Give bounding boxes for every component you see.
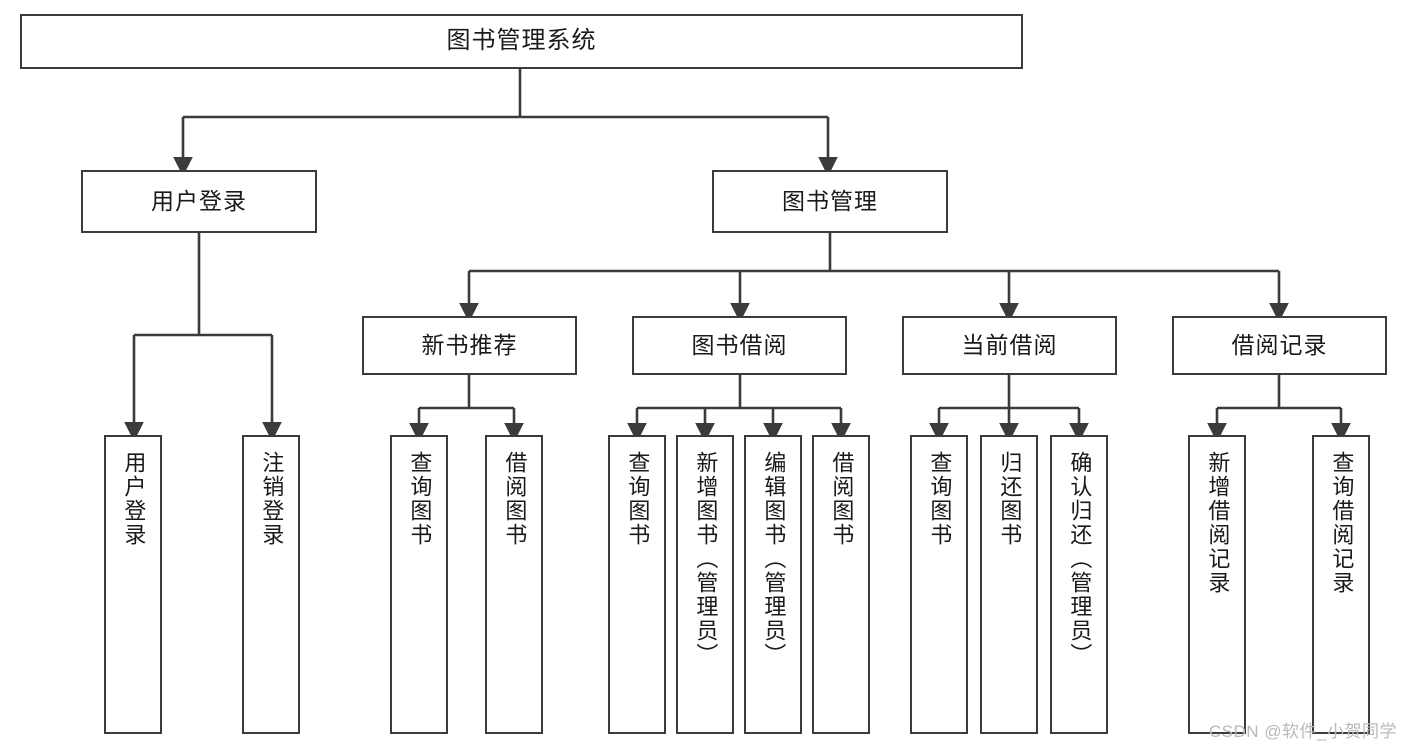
leaf-label: 查询图书 [625, 451, 651, 547]
leaf-return-book[interactable]: 归还图书 [980, 435, 1038, 734]
node-root[interactable]: 图书管理系统 [20, 14, 1023, 69]
leaf-add-borrow-record[interactable]: 新增借阅记录 [1188, 435, 1246, 734]
leaf-logout[interactable]: 注销登录 [242, 435, 300, 734]
leaf-label: 确认归还（管理员） [1067, 451, 1093, 667]
leaf-query-book-recommend[interactable]: 查询图书 [390, 435, 448, 734]
leaf-label: 用户登录 [121, 451, 147, 547]
leaf-borrow-book[interactable]: 借阅图书 [812, 435, 870, 734]
leaf-label: 查询借阅记录 [1329, 451, 1355, 595]
leaf-label: 编辑图书（管理员） [761, 451, 787, 667]
leaf-confirm-return-admin[interactable]: 确认归还（管理员） [1050, 435, 1108, 734]
leaf-query-borrow-record[interactable]: 查询借阅记录 [1312, 435, 1370, 734]
leaf-query-book-current[interactable]: 查询图书 [910, 435, 968, 734]
leaf-label: 借阅图书 [829, 451, 855, 547]
leaf-add-book-admin[interactable]: 新增图书（管理员） [676, 435, 734, 734]
node-book-borrow[interactable]: 图书借阅 [632, 316, 847, 375]
watermark: CSDN @软件_小贺同学 [1208, 722, 1397, 741]
leaf-label: 新增图书（管理员） [693, 451, 719, 667]
leaf-label: 查询图书 [407, 451, 433, 547]
node-new-book-recommend[interactable]: 新书推荐 [362, 316, 577, 375]
leaf-query-book-borrow[interactable]: 查询图书 [608, 435, 666, 734]
leaf-borrow-book-recommend[interactable]: 借阅图书 [485, 435, 543, 734]
node-book-management[interactable]: 图书管理 [712, 170, 948, 233]
node-borrow-record[interactable]: 借阅记录 [1172, 316, 1387, 375]
node-user-login[interactable]: 用户登录 [81, 170, 317, 233]
leaf-label: 归还图书 [997, 451, 1023, 547]
leaf-label: 借阅图书 [502, 451, 528, 547]
leaf-edit-book-admin[interactable]: 编辑图书（管理员） [744, 435, 802, 734]
node-current-borrow[interactable]: 当前借阅 [902, 316, 1117, 375]
leaf-label: 注销登录 [259, 451, 285, 547]
leaf-user-login[interactable]: 用户登录 [104, 435, 162, 734]
leaf-label: 新增借阅记录 [1205, 451, 1231, 595]
leaf-label: 查询图书 [927, 451, 953, 547]
